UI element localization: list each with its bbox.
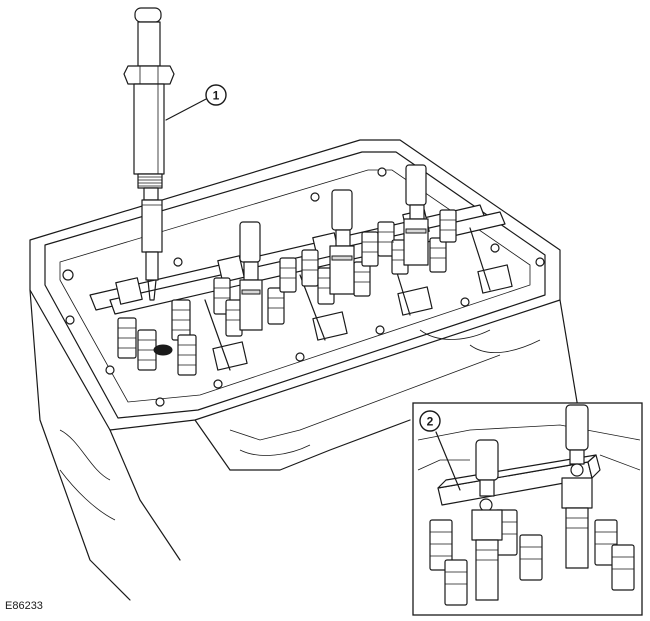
valve-springs <box>117 209 457 376</box>
cylinder-head-body <box>29 139 601 601</box>
inset-detail <box>412 402 643 616</box>
figure-reference-code: E86233 <box>5 600 43 612</box>
injector-tool <box>123 7 175 301</box>
callout-2-label: 2 <box>427 415 434 429</box>
installed-injectors <box>239 164 429 331</box>
callout-2: 2 <box>419 410 461 491</box>
callout-1-label: 1 <box>213 89 220 103</box>
callout-1: 1 <box>165 84 227 121</box>
